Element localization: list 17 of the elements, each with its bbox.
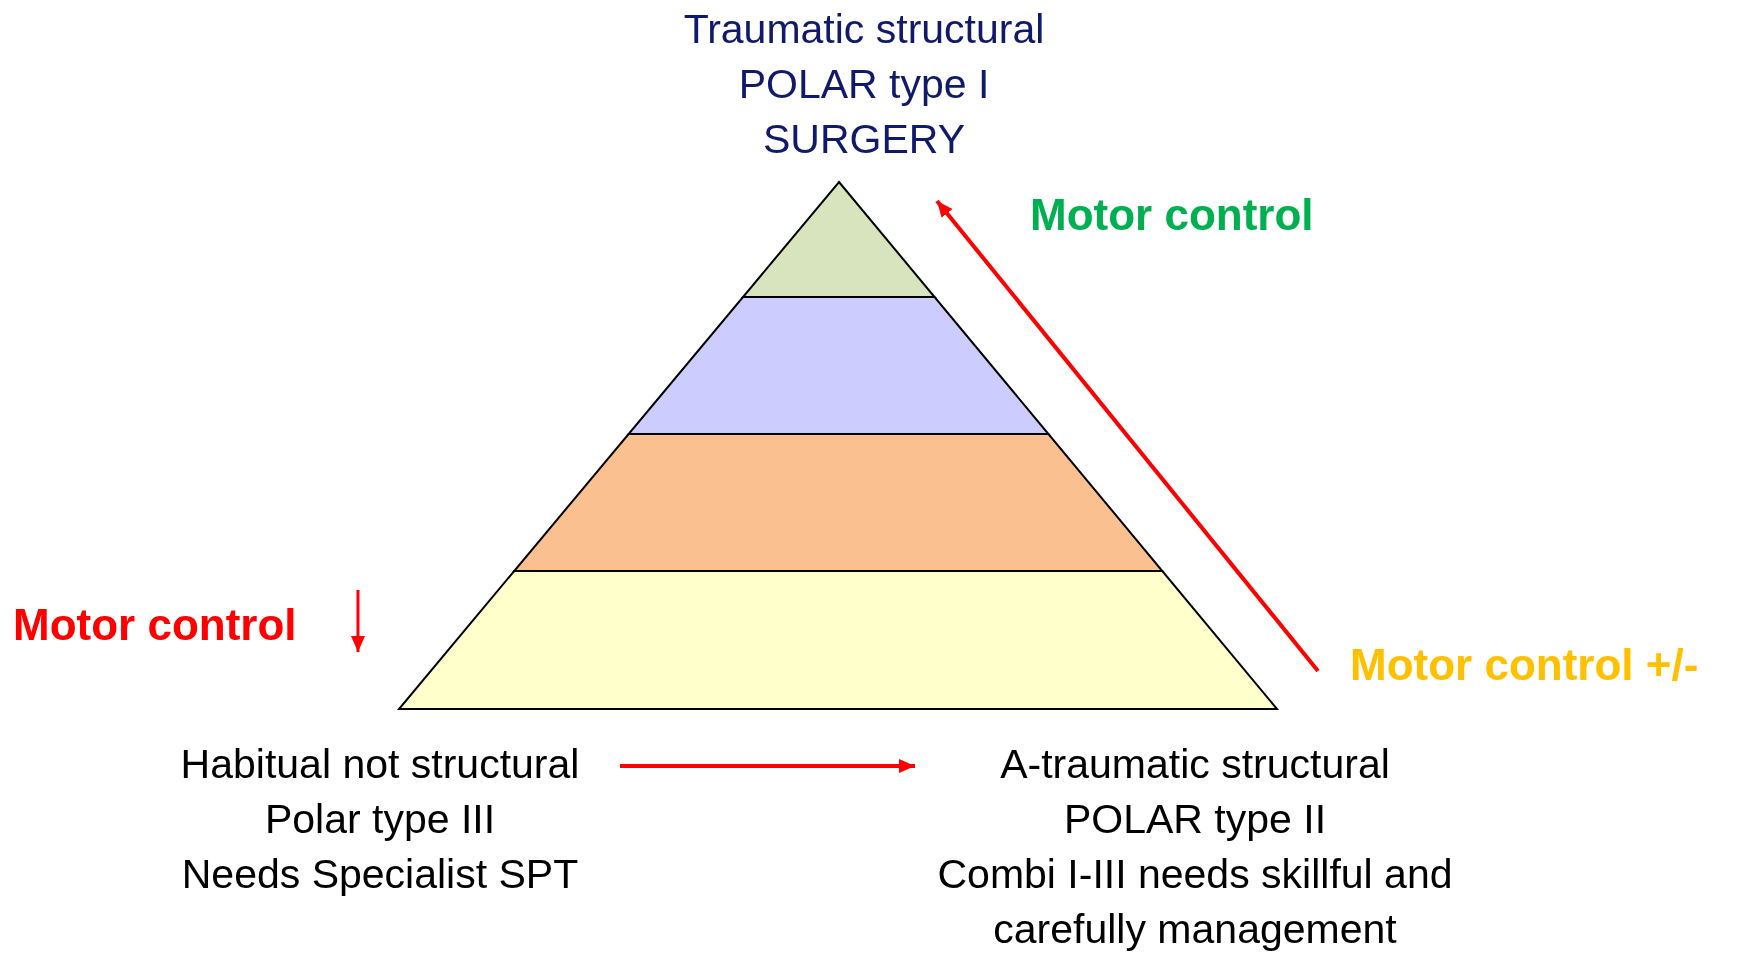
pyramid-level: [512, 433, 1165, 572]
level-text: Combi I-III needs skillful and carefully management: [936, 850, 1454, 954]
motor-control-label: Motor control: [1030, 190, 1314, 240]
level-text: POLAR type II: [1062, 795, 1328, 844]
arrow: [620, 759, 915, 773]
level-text: POLAR type I: [737, 60, 991, 109]
level-text: Polar type III: [263, 795, 497, 844]
pyramid-level: [396, 570, 1280, 710]
pyramid-top-level: [740, 180, 937, 298]
level-text: Needs Specialist SPT: [180, 850, 580, 899]
pyramid-level: [626, 296, 1051, 435]
motor-control-label: Motor control +/-: [1350, 640, 1699, 690]
level-text: Habitual not structural: [179, 740, 581, 789]
level-text: Traumatic structural: [682, 5, 1046, 54]
level-text: SURGERY: [762, 115, 966, 164]
level-text: A-traumatic structural: [999, 740, 1391, 789]
motor-control-label: Motor control: [13, 600, 297, 650]
